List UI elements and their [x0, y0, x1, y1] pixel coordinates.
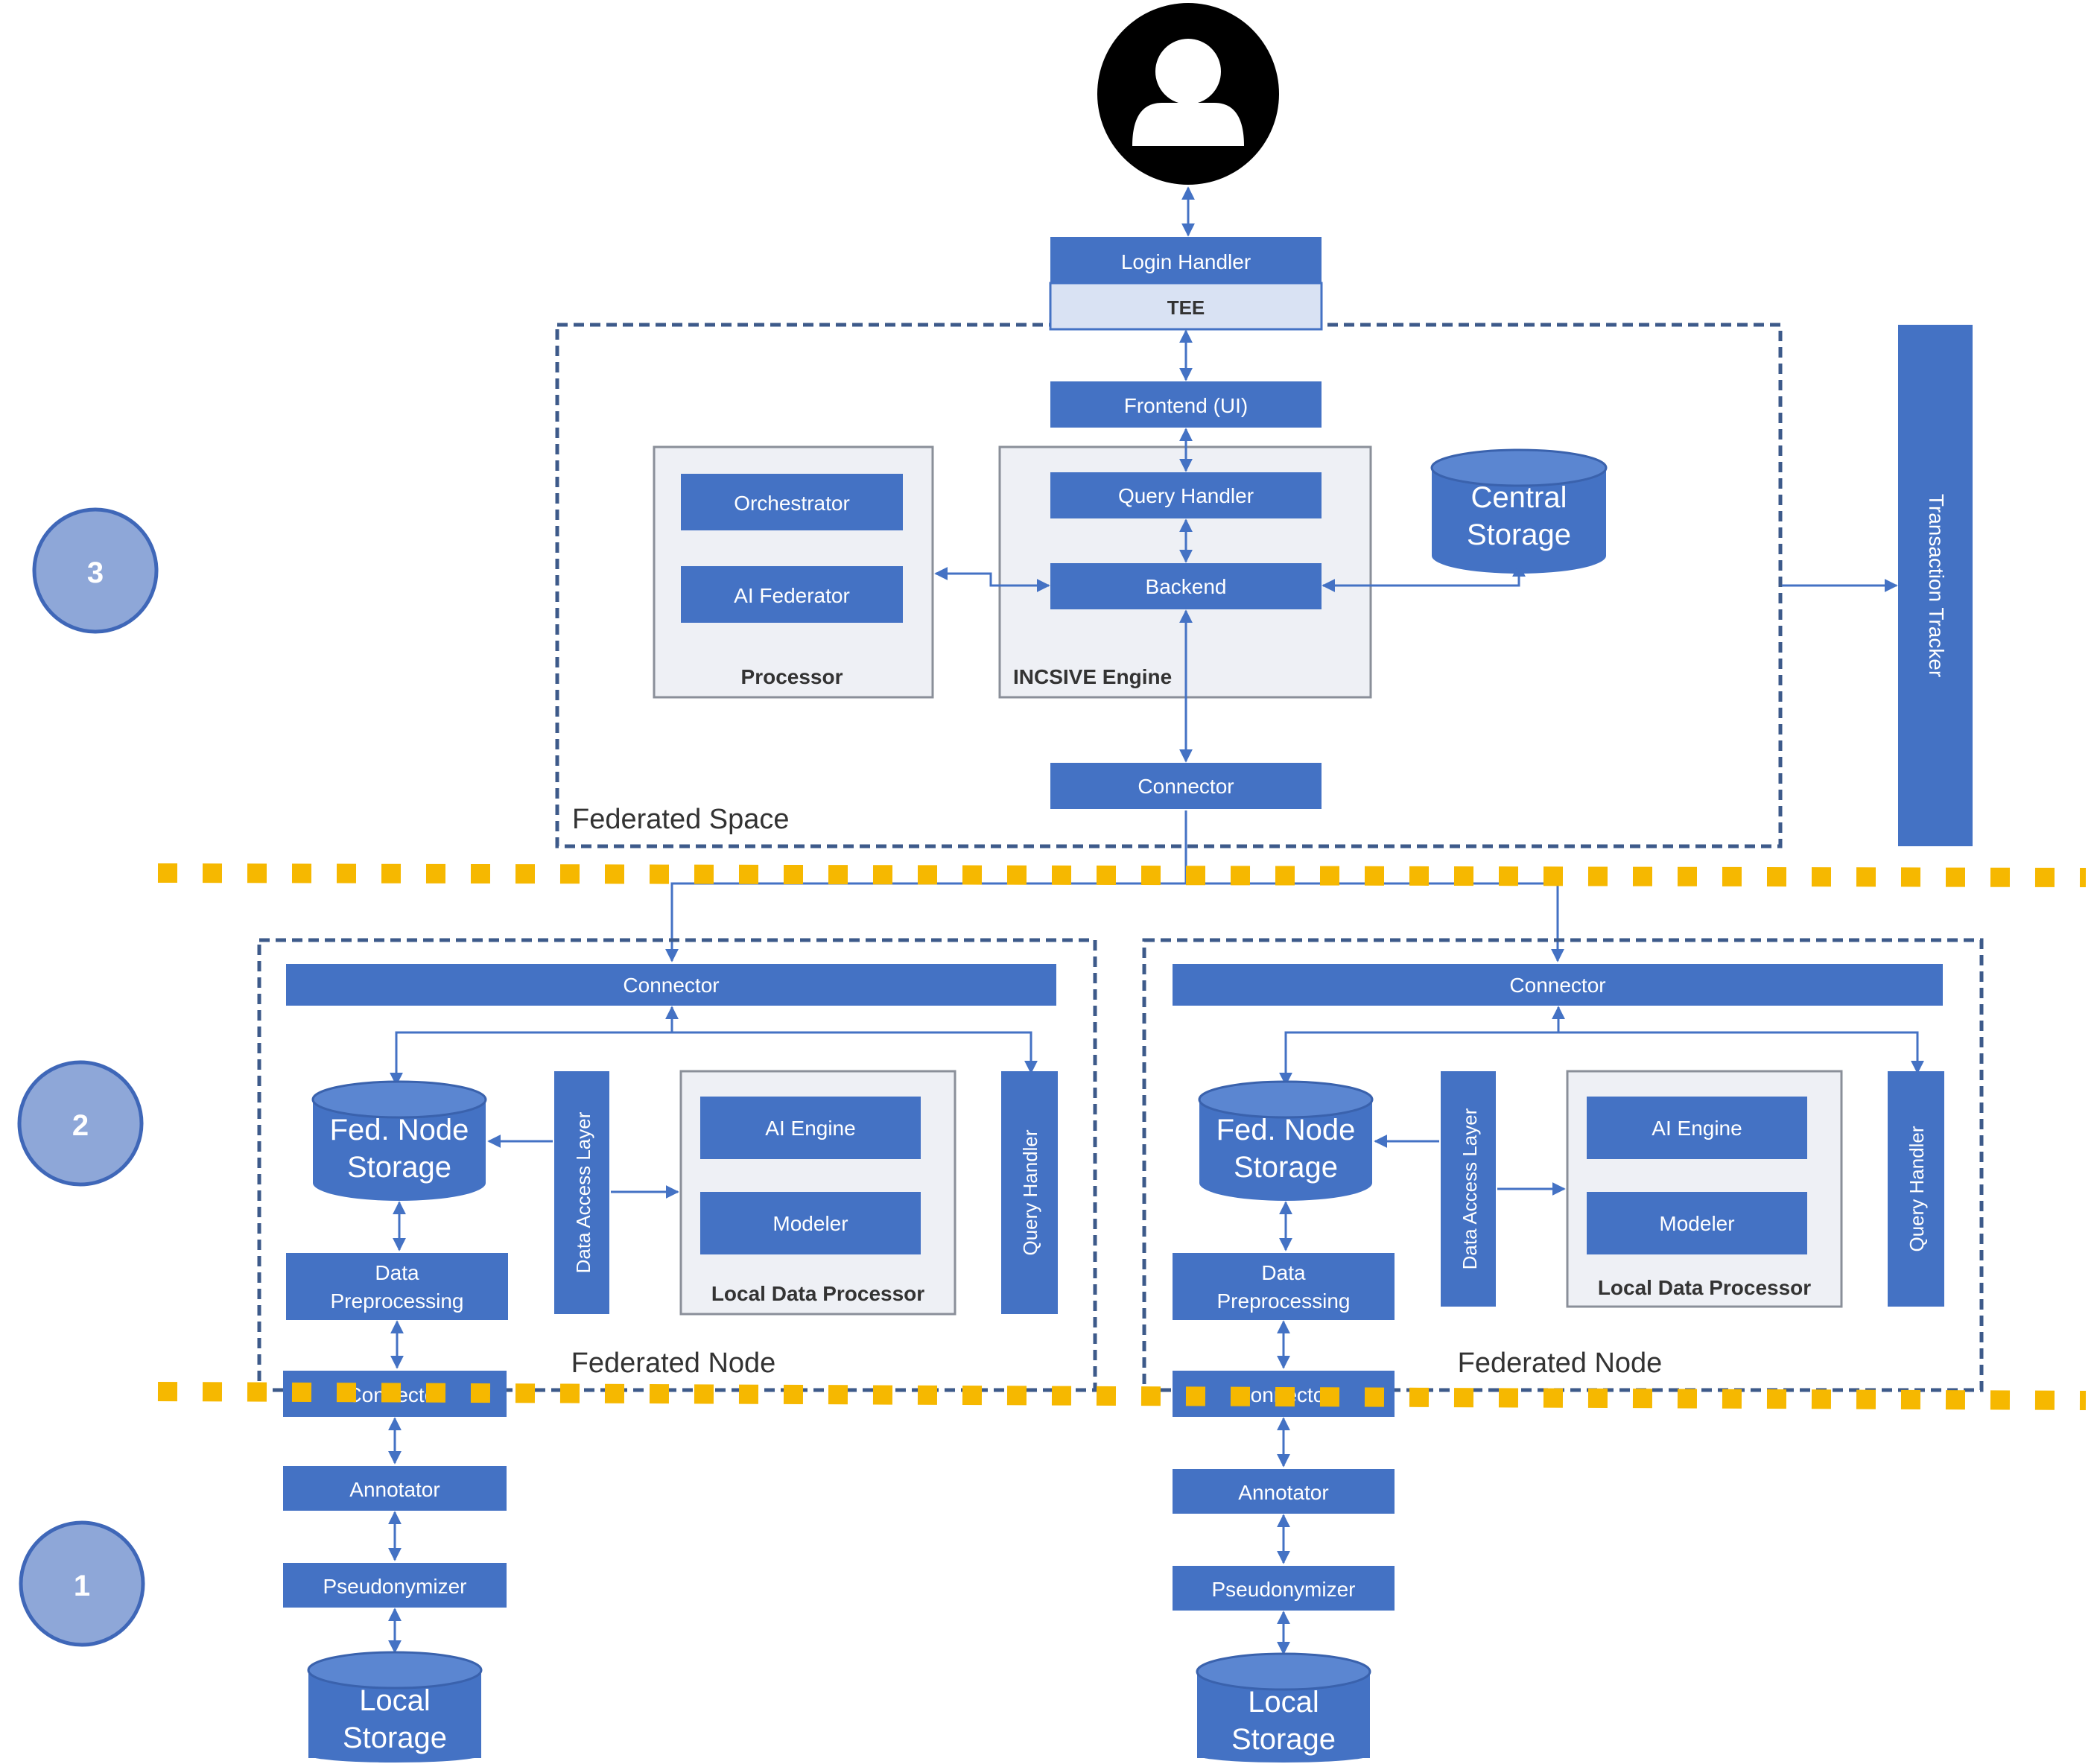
fed-node-storage-label-2: Storage	[1234, 1151, 1338, 1184]
query-handler-label: Query Handler	[1906, 1126, 1928, 1251]
local-storage-label-1: Local	[359, 1684, 431, 1717]
user-avatar-icon	[1097, 3, 1279, 185]
level-circle-3: 3	[32, 507, 159, 634]
fed-node-storage-cylinder	[1198, 1080, 1374, 1201]
query-handler-label: Query Handler	[1118, 484, 1254, 507]
node-connector-box	[286, 964, 1056, 1006]
data-preprocessing-box	[286, 1253, 508, 1320]
data-preprocessing-box	[1173, 1253, 1395, 1320]
backend-label: Backend	[1146, 575, 1227, 598]
level-circle-2: 2	[17, 1060, 144, 1187]
pseudonymizer-box	[1173, 1566, 1395, 1611]
federated-node-label: Federated Node	[571, 1348, 776, 1379]
query-handler-box	[1050, 472, 1322, 518]
tee-label: TEE	[1167, 296, 1205, 319]
federated-space-label: Federated Space	[572, 804, 790, 835]
query-handler-box	[1001, 1071, 1058, 1314]
level-3-label: 3	[87, 556, 104, 589]
local-storage-label-1: Local	[1248, 1686, 1319, 1719]
pseudonymizer-box	[283, 1563, 507, 1608]
node-connector-label: Connector	[1509, 974, 1605, 997]
federated-node-label: Federated Node	[1458, 1348, 1663, 1379]
backend-box	[1050, 563, 1322, 609]
query-handler-label: Query Handler	[1019, 1129, 1041, 1255]
modeler-box	[700, 1192, 921, 1254]
pseudonymizer-label: Pseudonymizer	[323, 1575, 467, 1598]
frontend-box	[1050, 381, 1322, 428]
central-storage-label-1: Central	[1471, 481, 1567, 514]
ai-engine-box	[1587, 1097, 1807, 1159]
transaction-tracker-box	[1898, 325, 1973, 846]
fed-node-storage-label-1: Fed. Node	[330, 1114, 469, 1146]
ai-engine-box	[700, 1097, 921, 1159]
data-preprocessing-label-2: Preprocessing	[1217, 1289, 1351, 1313]
federated-node-2: Connector Fed. Node Storage Data Access …	[1142, 938, 1984, 1763]
modeler-box	[1587, 1192, 1807, 1254]
fed-node-storage-label-1: Fed. Node	[1216, 1114, 1356, 1146]
query-handler-box	[1888, 1071, 1944, 1307]
fed-node-storage-cylinder	[311, 1080, 487, 1201]
federated-node-1: Connector Fed. Node Storage Data Access …	[257, 938, 1097, 1763]
level-2-label: 2	[72, 1109, 89, 1142]
annotator-label: Annotator	[349, 1478, 440, 1501]
ai-federator-label: AI Federator	[734, 584, 850, 607]
federated-node-container	[257, 938, 1097, 1392]
data-preprocessing-label-1: Data	[1261, 1261, 1306, 1284]
connector-branch-link	[1279, 1031, 1924, 1086]
local-storage-label-2: Storage	[343, 1722, 447, 1754]
local-storage-label-2: Storage	[1231, 1723, 1336, 1756]
node-connector-label: Connector	[623, 974, 719, 997]
modeler-label: Modeler	[1659, 1212, 1734, 1235]
local-storage-cylinder	[1196, 1652, 1371, 1763]
data-access-layer-label: Data Access Layer	[572, 1111, 594, 1273]
annotator-box	[283, 1466, 507, 1511]
local-data-processor-label: Local Data Processor	[711, 1282, 924, 1305]
incsive-engine-label: INCSIVE Engine	[1013, 665, 1172, 688]
ai-federator-box	[681, 566, 903, 623]
processor-backend-link	[934, 567, 1050, 592]
divider-lower	[157, 1382, 2087, 1410]
data-access-layer-box	[554, 1071, 609, 1314]
login-handler-label: Login Handler	[1121, 250, 1251, 273]
frontend-label: Frontend (UI)	[1124, 394, 1249, 417]
orchestrator-box	[681, 474, 903, 530]
ai-engine-label: AI Engine	[1652, 1117, 1742, 1140]
level-1-label: 1	[74, 1570, 90, 1602]
orchestrator-label: Orchestrator	[734, 492, 850, 515]
node-connector-box	[1173, 964, 1943, 1006]
central-storage-label-2: Storage	[1467, 518, 1571, 551]
local-storage-cylinder	[307, 1651, 483, 1763]
space-connector-box	[1050, 763, 1322, 809]
data-access-layer-box	[1441, 1071, 1496, 1307]
fed-node-storage-label-2: Storage	[347, 1151, 451, 1184]
space-connector-label: Connector	[1138, 775, 1234, 798]
modeler-label: Modeler	[772, 1212, 848, 1235]
local-data-processor-label: Local Data Processor	[1598, 1276, 1811, 1299]
space-to-node2-link	[1186, 882, 1564, 962]
data-preprocessing-label-1: Data	[375, 1261, 419, 1284]
divider-upper	[157, 863, 2087, 887]
transaction-tracker-label: Transaction Tracker	[1925, 494, 1948, 677]
annotator-label: Annotator	[1238, 1481, 1328, 1504]
connector-branch-link	[390, 1031, 1038, 1086]
data-preprocessing-label-2: Preprocessing	[331, 1289, 464, 1313]
level-circle-1: 1	[19, 1520, 145, 1647]
login-handler-box	[1050, 237, 1322, 283]
pseudonymizer-label: Pseudonymizer	[1212, 1578, 1356, 1601]
tee-box	[1049, 282, 1323, 331]
data-access-layer-label: Data Access Layer	[1459, 1108, 1481, 1269]
ai-engine-label: AI Engine	[765, 1117, 855, 1140]
processor-label: Processor	[741, 665, 843, 688]
annotator-box	[1173, 1469, 1395, 1514]
backend-storage-link	[1322, 563, 1526, 592]
